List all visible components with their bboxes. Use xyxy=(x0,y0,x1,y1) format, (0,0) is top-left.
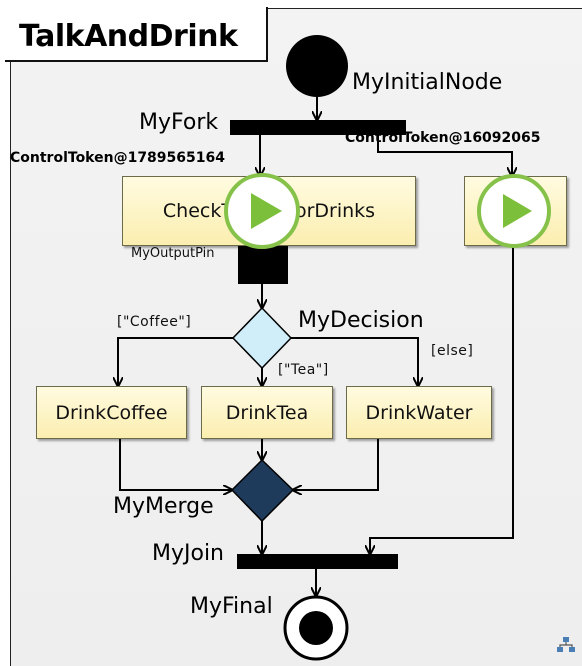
edge-decision-coffee xyxy=(118,337,233,386)
action-drink-coffee[interactable]: DrinkCoffee xyxy=(36,386,187,439)
action-drink-water[interactable]: DrinkWater xyxy=(346,386,492,439)
edge-decision-water xyxy=(291,337,418,386)
fork-label: MyFork xyxy=(139,110,219,135)
edge-right-join xyxy=(370,246,514,554)
diagram-title-frame: TalkAndDrink xyxy=(5,7,268,62)
initial-node[interactable] xyxy=(286,35,348,97)
action-right-concurrent[interactable] xyxy=(464,176,567,246)
initial-node-label: MyInitialNode xyxy=(352,70,503,95)
action-drink-tea-label: DrinkTea xyxy=(225,401,309,424)
action-check-label-start: CheckT xyxy=(162,200,233,222)
merge-label: MyMerge xyxy=(113,494,214,519)
edge-fork-right xyxy=(377,135,512,176)
fork-bar[interactable] xyxy=(230,120,406,135)
final-node-core xyxy=(299,611,333,645)
output-pin-label: MyOutputPin xyxy=(131,246,215,261)
decision-label: MyDecision xyxy=(298,308,424,333)
diagram-title: TalkAndDrink xyxy=(19,19,238,54)
final-label: MyFinal xyxy=(190,594,273,619)
action-drink-coffee-label: DrinkCoffee xyxy=(55,401,168,424)
edge-coffee-merge xyxy=(119,438,232,490)
guard-tea-label: ["Tea"] xyxy=(278,362,329,378)
token-right-label: ControlToken@16092065 xyxy=(345,130,541,146)
action-drink-tea[interactable]: DrinkTea xyxy=(201,386,333,439)
merge-node[interactable] xyxy=(230,458,295,523)
join-label: MyJoin xyxy=(152,541,225,566)
action-drink-water-label: DrinkWater xyxy=(365,401,473,424)
guard-else-label: [else] xyxy=(431,343,474,359)
tree-icon[interactable] xyxy=(556,636,576,654)
action-check-for-drinks[interactable]: CheckT orDrinks xyxy=(122,176,416,246)
output-pin[interactable] xyxy=(238,246,288,284)
edge-water-merge xyxy=(293,438,379,490)
token-left-label: ControlToken@1789565164 xyxy=(10,150,225,166)
decision-node[interactable] xyxy=(231,306,293,370)
action-check-label-end: orDrinks xyxy=(294,200,376,222)
join-bar[interactable] xyxy=(237,554,398,569)
guard-coffee-label: ["Coffee"] xyxy=(117,314,192,330)
